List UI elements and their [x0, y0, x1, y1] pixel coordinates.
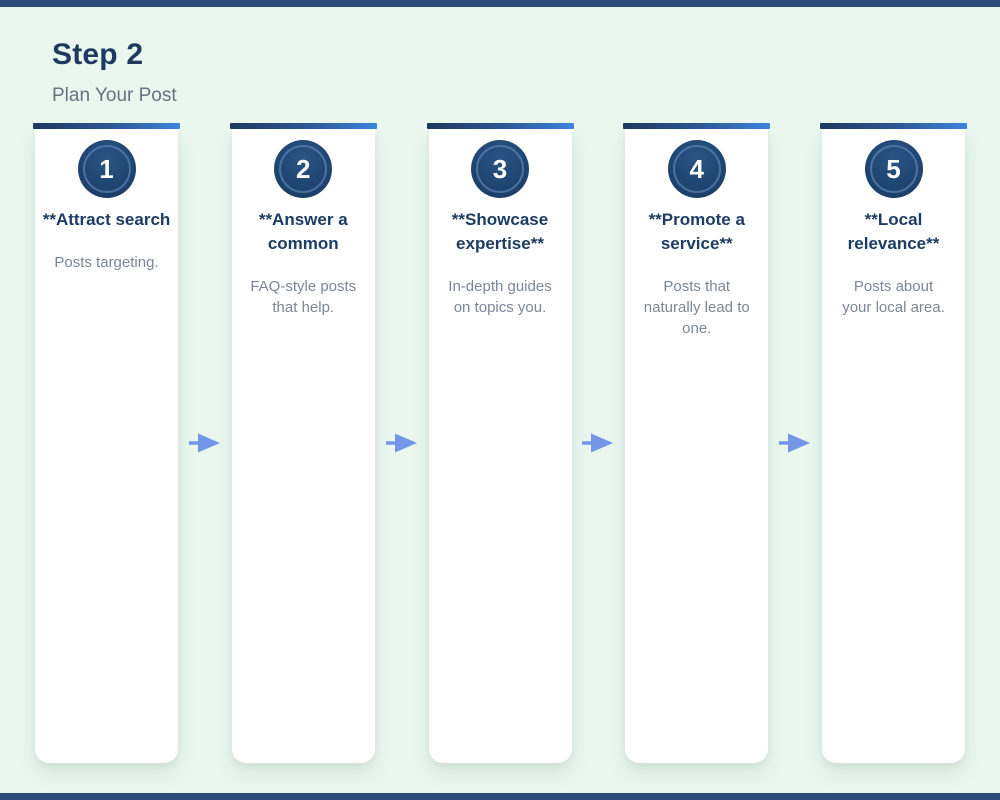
card-body: 2 **Answer a common FAQ-style posts that… [231, 129, 375, 763]
step-description: Posts that naturally lead to one. [643, 277, 750, 338]
step-number-badge: 4 [667, 140, 726, 198]
step-card-5: 5 **Local relevance** Posts about your l… [820, 123, 967, 763]
step-title: **Promote a service** [648, 210, 745, 253]
page-subtitle: Plan Your Post [52, 85, 177, 106]
card-accent-bar [33, 123, 180, 129]
step-number: 5 [886, 153, 901, 184]
step-card-1: 1 **Attract search Posts targeting. [33, 123, 180, 763]
step-number-badge: 3 [471, 140, 529, 198]
right-arrow-icon [582, 433, 614, 453]
card-body: 3 **Showcase expertise** In-depth guides… [428, 129, 572, 763]
arrow-gap [574, 123, 624, 763]
right-arrow-icon [779, 433, 811, 453]
arrow-gap [770, 123, 820, 763]
card-body: 4 **Promote a service** Posts that natur… [625, 129, 769, 763]
step-number: 3 [492, 153, 508, 184]
card-body: 5 **Local relevance** Posts about your l… [822, 129, 965, 763]
bottom-border-bar [0, 793, 1000, 800]
step-card-3: 3 **Showcase expertise** In-depth guides… [426, 123, 574, 763]
step-number: 2 [296, 153, 311, 184]
step-description: Posts targeting. [54, 253, 159, 271]
step-number-badge: 5 [864, 140, 923, 198]
steps-row: 1 **Attract search Posts targeting. 2 **… [0, 123, 1000, 763]
step-card-2: 2 **Answer a common FAQ-style posts that… [229, 123, 377, 763]
card-accent-bar [623, 123, 771, 129]
step-description: Posts about your local area. [842, 277, 945, 316]
page-content: Step 2 Plan Your Post 1 **Attract search… [0, 7, 1000, 793]
step-title: **Attract search [42, 210, 171, 229]
card-body: 1 **Attract search Posts targeting. [35, 129, 178, 763]
step-number: 4 [689, 153, 704, 184]
step-number-badge: 2 [274, 140, 333, 198]
right-arrow-icon [385, 433, 417, 453]
step-card-4: 4 **Promote a service** Posts that natur… [623, 123, 771, 763]
step-description: FAQ-style posts that help. [250, 277, 357, 316]
step-title: **Local relevance** [847, 210, 940, 253]
step-number-badge: 1 [77, 140, 136, 198]
card-accent-bar [426, 123, 574, 129]
arrow-gap [377, 123, 427, 763]
step-title: **Answer a common [258, 210, 348, 253]
card-accent-bar [229, 123, 377, 129]
step-title: **Showcase expertise** [451, 210, 549, 253]
step-description: In-depth guides on topics you. [448, 277, 552, 316]
page-header: Step 2 Plan Your Post [52, 38, 1000, 107]
right-arrow-icon [188, 433, 220, 453]
arrow-gap [180, 123, 230, 763]
top-border-bar [0, 0, 1000, 7]
page-title: Step 2 [52, 38, 144, 71]
card-accent-bar [820, 123, 967, 129]
step-number: 1 [99, 153, 114, 184]
